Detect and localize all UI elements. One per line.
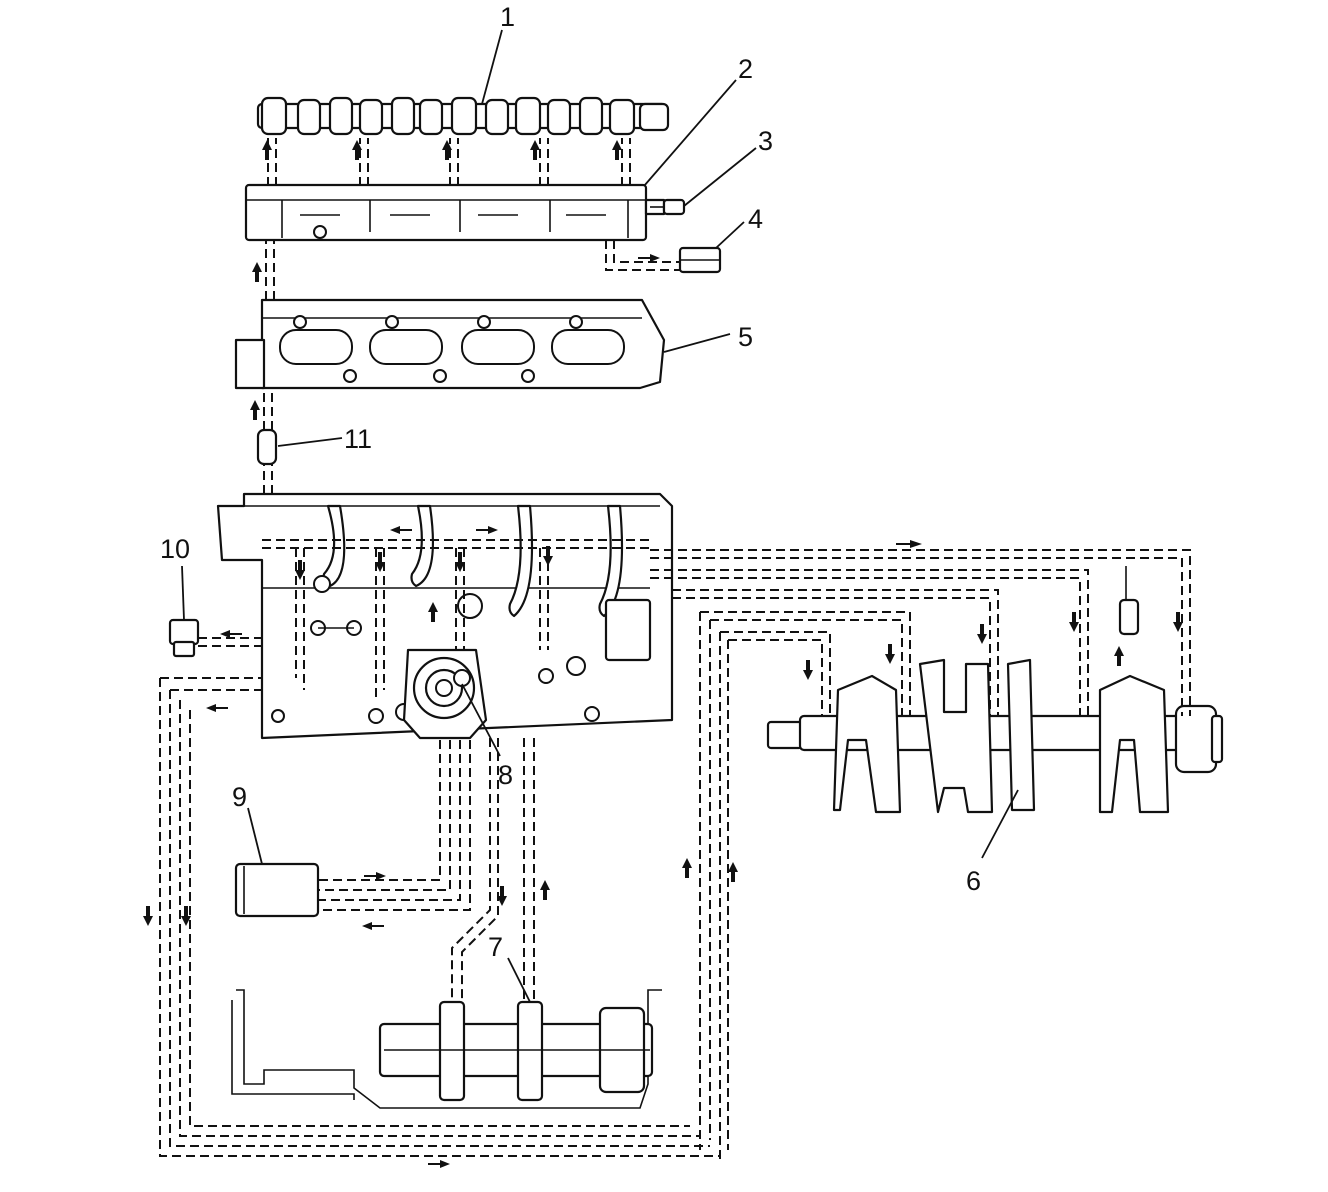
oil-pump — [402, 648, 488, 740]
camshaft-housing — [244, 183, 666, 242]
crank-fitting — [1118, 566, 1140, 636]
callout-leaders — [181, 29, 1019, 1003]
callout-9: 9 — [232, 782, 247, 812]
callout-3: 3 — [758, 126, 773, 156]
callout-7: 7 — [488, 932, 503, 962]
check-valve — [256, 428, 278, 466]
callout-11: 11 — [344, 424, 372, 454]
crankshaft — [766, 658, 1224, 814]
callout-4: 4 — [748, 204, 763, 234]
oil-passages — [159, 138, 1191, 1160]
callout-5: 5 — [738, 322, 753, 352]
callout-10: 10 — [160, 534, 190, 564]
callout-2: 2 — [738, 54, 753, 84]
pressure-switch — [168, 618, 200, 658]
engine-block — [216, 492, 674, 740]
callout-8: 8 — [498, 760, 513, 790]
camshaft — [256, 96, 670, 136]
balance-shaft — [378, 1000, 654, 1102]
oil-filter — [234, 862, 320, 918]
callout-1: 1 — [500, 2, 515, 32]
cylinder-head — [234, 298, 666, 390]
flow-arrows — [143, 140, 1183, 1168]
callout-6: 6 — [966, 866, 981, 896]
oil-fitting — [650, 198, 686, 216]
callout-labels: 1 2 3 4 5 6 7 8 9 10 11 — [160, 2, 981, 962]
small-component — [678, 246, 722, 274]
